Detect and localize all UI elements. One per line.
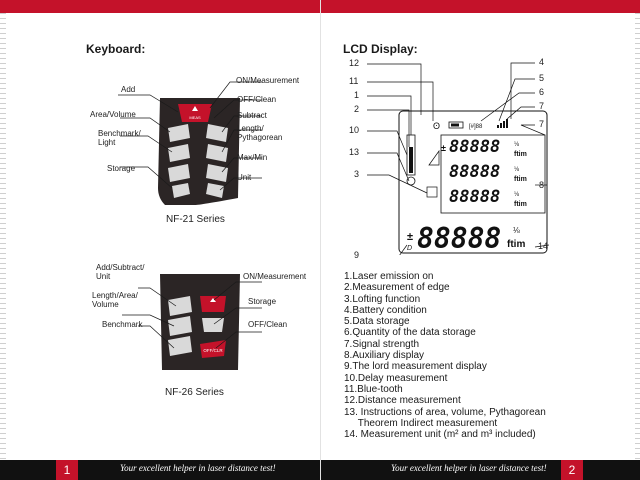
callout-13: 13	[349, 147, 360, 157]
legend-item: 3.Lofting function	[344, 293, 421, 305]
callout-5: 5	[539, 73, 545, 83]
legend-item: 6.Quantity of the data storage	[344, 327, 476, 339]
svg-text:[#]88: [#]88	[469, 124, 483, 130]
svg-text:MEAS: MEAS	[189, 115, 201, 120]
callout-10: 10	[349, 125, 360, 135]
callout-6: 6	[539, 87, 545, 97]
callout-14: 14	[538, 241, 549, 251]
lcd-row2-fraction: ⅛	[514, 167, 520, 173]
nf26-keypad-diagram: OFF/CLR	[122, 274, 262, 370]
lcd-row2-unit: ftim	[514, 176, 527, 183]
legend-item: 8.Auxiliary display	[344, 350, 425, 362]
callout-7b: 7	[539, 119, 545, 129]
legend-item: 2.Measurement of edge	[344, 282, 450, 294]
lcd-main-digits: 88888	[417, 222, 501, 255]
page-number: 1	[56, 460, 78, 480]
label-length-pythagorean-1: Length/	[237, 124, 264, 133]
legend-item: 11.Blue-tooth	[344, 383, 403, 395]
lcd-row1-fraction: ⅛	[514, 142, 520, 148]
lcd-row3-digits: 88888	[449, 187, 500, 207]
label-storage-26: Storage	[248, 297, 277, 306]
callout-4: 4	[539, 57, 545, 67]
callout-8: 8	[539, 180, 545, 190]
lcd-row3-unit: ftim	[514, 201, 527, 208]
callout-11: 11	[349, 76, 359, 86]
lcd-row1-unit: ftim	[514, 151, 527, 158]
lcd-display-diagram: ʘ [#]88 88888 88888 88888 ± ⅛ ftim ⅛ fti…	[367, 62, 550, 255]
legend-item: 7.Signal strength	[344, 338, 420, 350]
callout-9: 9	[354, 250, 360, 260]
nf21-keypad-diagram: MEAS	[118, 81, 262, 205]
legend-item: 13. Instructions of area, volume, Pythag…	[344, 406, 546, 418]
footer-tagline: Your excellent helper in laser distance …	[120, 463, 276, 473]
legend-item: 5.Data storage	[344, 316, 410, 328]
legend-item: 12.Distance measurement	[344, 395, 461, 407]
footer-tagline: Your excellent helper in laser distance …	[391, 463, 547, 473]
label-subtract: Subtract	[237, 111, 267, 120]
label-add-subtract-unit-2: Unit	[96, 272, 111, 281]
left-page: Keyboard: MEAS Add Area/Volume Bench	[0, 0, 320, 480]
lcd-main-sign: ±	[407, 231, 413, 243]
top-red-bar	[0, 0, 320, 13]
label-max-min: Max/Min	[237, 153, 268, 162]
label-on-measurement-26: ON/Measurement	[243, 272, 307, 281]
ruler-scale	[627, 13, 640, 460]
lcd-legend-list: 1.Laser emission on 2.Measurement of edg…	[344, 271, 614, 440]
label-storage: Storage	[107, 164, 136, 173]
lcd-row2-digits: 88888	[449, 162, 500, 182]
label-add-subtract-unit-1: Add/Subtract/	[96, 263, 145, 272]
callout-3: 3	[354, 169, 360, 179]
callout-1: 1	[354, 90, 360, 100]
lcd-row1-digits: 88888	[449, 137, 500, 157]
label-benchmark-light-2: Light	[98, 138, 116, 147]
legend-item: Theorem Indirect measurement	[344, 417, 498, 429]
label-off-clean: OFF/Clean	[237, 95, 277, 104]
callout-2: 2	[354, 104, 360, 114]
legend-item: 14. Measurement unit (m² and m³ included…	[344, 429, 536, 441]
top-red-bar	[321, 0, 640, 13]
keyboard-heading: Keyboard:	[86, 42, 146, 56]
lcd-main-fraction: ⅛	[513, 226, 520, 235]
right-page: LCD Display: ʘ [#]88 88888 88888 88888 ±…	[320, 0, 640, 480]
label-area-volume: Area/Volume	[90, 110, 136, 119]
label-unit: Unit	[237, 173, 252, 182]
lcd-row3-fraction: ⅛	[514, 192, 520, 198]
ruler-scale	[0, 13, 14, 460]
lcd-main-unit: ftim	[507, 239, 525, 250]
legend-item: 4.Battery condition	[344, 304, 427, 316]
callout-7a: 7	[539, 101, 545, 111]
lcd-main-d-label: D	[407, 245, 412, 252]
label-length-pythagorean-2: Pythagorean	[237, 133, 283, 142]
lcd-row1-sign: ±	[441, 143, 446, 153]
nf21-series-caption: NF-21 Series	[166, 214, 225, 225]
svg-text:ʘ: ʘ	[433, 121, 440, 131]
legend-item: 9.The lord measurement display	[344, 361, 487, 373]
footer-bar: Your excellent helper in laser distance …	[321, 460, 640, 480]
lcd-heading: LCD Display:	[343, 42, 418, 56]
label-on-measurement: ON/Measurement	[236, 76, 300, 85]
label-length-area-volume-2: Volume	[92, 300, 119, 309]
label-benchmark-light-1: Benchmark/	[98, 129, 141, 138]
nf26-series-caption: NF-26 Series	[165, 387, 224, 398]
label-add: Add	[121, 85, 136, 94]
off-clr-key-text: OFF/CLR	[203, 348, 223, 353]
page-number: 2	[561, 460, 583, 480]
legend-item: 10.Delay measurement	[344, 372, 448, 384]
footer-bar: 1 Your excellent helper in laser distanc…	[0, 460, 320, 480]
label-benchmark: Benchmark	[102, 320, 143, 329]
callout-12: 12	[349, 58, 360, 68]
label-off-clean-26: OFF/Clean	[248, 320, 288, 329]
label-length-area-volume-1: Length/Area/	[92, 291, 138, 300]
legend-item: 1.Laser emission on	[344, 271, 434, 282]
